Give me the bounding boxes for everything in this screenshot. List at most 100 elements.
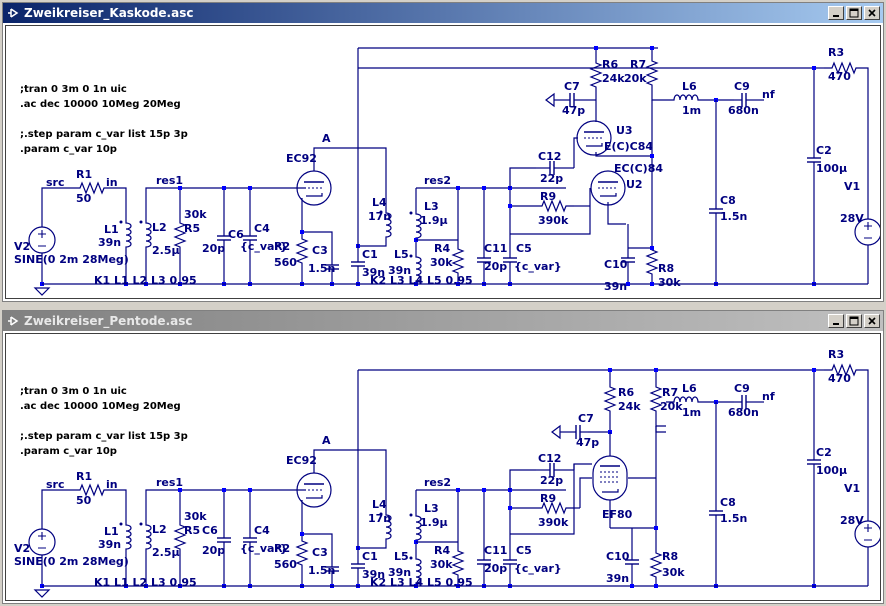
label-c11: C11 (484, 544, 507, 557)
schematic-window-kaskode[interactable]: Zweikreiser_Kaskode.asc ;tran 0 3m 0 1n … (2, 2, 884, 302)
wire (864, 369, 869, 508)
maximize-button[interactable] (846, 314, 862, 328)
maximize-icon (849, 316, 859, 326)
label-u3: U3 (616, 124, 633, 137)
junction-node (812, 66, 816, 70)
spice-directive: ;.step param c_var list 15p 3p (20, 129, 188, 140)
label-c3v: 1.5n (308, 564, 335, 577)
junction-node (650, 282, 654, 286)
junction-node (178, 488, 182, 492)
label-v2v: SINE(0 2m 28Meg) (14, 555, 129, 568)
maximize-button[interactable] (846, 6, 862, 20)
junction-node (248, 186, 252, 190)
label-res1: res1 (156, 476, 183, 489)
label-l1v: 39n (98, 236, 121, 249)
junction-node (456, 488, 460, 492)
label-r5: R5 (184, 222, 200, 235)
label-r8v: 30k (658, 276, 681, 289)
label-c11v: 20p (484, 562, 507, 575)
junction-node (812, 368, 816, 372)
label-c6v: 20p (202, 242, 225, 255)
title-bar[interactable]: Zweikreiser_Pentode.asc (3, 311, 883, 331)
label-r4: R4 (434, 242, 450, 255)
wire (313, 449, 387, 514)
label-r4v: 30k (430, 256, 453, 269)
label-c12: C12 (538, 150, 561, 163)
label-c4v: {c_var} (240, 542, 288, 555)
label-l3: L3 (424, 502, 439, 515)
close-button[interactable] (864, 6, 880, 20)
label-c5v: {c_var} (514, 260, 562, 273)
label-c6: C6 (202, 524, 218, 537)
inductor-dot (409, 254, 413, 258)
junction-node (650, 154, 654, 158)
label-l2: L2 (152, 221, 167, 234)
label-l2v: 2.5μ (152, 546, 180, 559)
voltage-polarity (38, 532, 46, 549)
label-c8: C8 (720, 496, 736, 509)
minimize-icon (833, 15, 839, 17)
resistor (451, 546, 465, 580)
wire (655, 414, 666, 427)
label-r1v: 50 (76, 494, 92, 507)
wire (607, 202, 626, 225)
label-r9v: 390k (538, 214, 569, 227)
inductor (666, 94, 706, 101)
schematic-window-pentode[interactable]: Zweikreiser_Pentode.asc ;tran 0 3m 0 1n … (2, 310, 884, 604)
label-c8v: 1.5n (720, 512, 747, 525)
label-c10v: 39n (604, 280, 627, 293)
label-r7: R7 (630, 58, 646, 71)
schematic-drawing[interactable]: ;tran 0 3m 0 1n uic.ac dec 10000 10Meg 2… (6, 334, 881, 601)
label-c3: C3 (312, 546, 328, 559)
wire (509, 469, 536, 490)
ground-icon (33, 287, 51, 296)
schematic-canvas[interactable]: ;tran 0 3m 0 1n uic.ac dec 10000 10Meg 2… (5, 333, 881, 601)
title-bar[interactable]: Zweikreiser_Kaskode.asc (3, 3, 883, 23)
resistor (589, 60, 603, 90)
vacuum-tube-icon (592, 455, 628, 501)
label-l4v: 17n (368, 512, 391, 525)
label-c8: C8 (720, 194, 736, 207)
resistor (603, 384, 617, 414)
label-r4: R4 (434, 544, 450, 557)
label-c6: C6 (228, 228, 244, 241)
label-c10: C10 (606, 550, 630, 563)
label-c1: C1 (362, 248, 378, 261)
inductor (385, 212, 392, 238)
minimize-button[interactable] (828, 6, 844, 20)
resistor (649, 384, 663, 414)
junction-node (456, 186, 460, 190)
minimize-button[interactable] (828, 314, 844, 328)
label-r9: R9 (540, 492, 556, 505)
close-button[interactable] (864, 314, 880, 328)
junction-node (608, 368, 612, 372)
label-c10v: 39n (606, 572, 629, 585)
label-r6: R6 (618, 386, 634, 399)
schematic-drawing[interactable]: ;tran 0 3m 0 1n uic.ac dec 10000 10Meg 2… (6, 26, 881, 299)
close-icon (868, 9, 876, 17)
junction-node (630, 584, 634, 588)
label-r1v: 50 (76, 192, 92, 205)
label-r4v: 30k (430, 558, 453, 571)
window-title: Zweikreiser_Kaskode.asc (24, 6, 194, 20)
label-r8: R8 (662, 550, 678, 563)
inductor-dot (119, 220, 123, 224)
junction-node (654, 526, 658, 530)
junction-node (482, 488, 486, 492)
label-c7v: 47p (576, 436, 599, 449)
label-r2v: 560 (274, 558, 297, 571)
wire (358, 238, 387, 247)
label-l3v: 1.9μ (420, 516, 448, 529)
inductor-dot (119, 522, 123, 526)
wire (145, 489, 306, 494)
wire (116, 489, 127, 518)
wire (358, 540, 387, 549)
label-l6: L6 (682, 382, 697, 395)
label-r3: R3 (828, 46, 844, 59)
label-l6: L6 (682, 80, 697, 93)
schematic-canvas[interactable]: ;tran 0 3m 0 1n uic.ac dec 10000 10Meg 2… (5, 25, 881, 299)
label-c5: C5 (516, 242, 532, 255)
resistor (295, 534, 309, 572)
inductor (415, 558, 422, 584)
label-ef80: EF80 (602, 508, 633, 521)
